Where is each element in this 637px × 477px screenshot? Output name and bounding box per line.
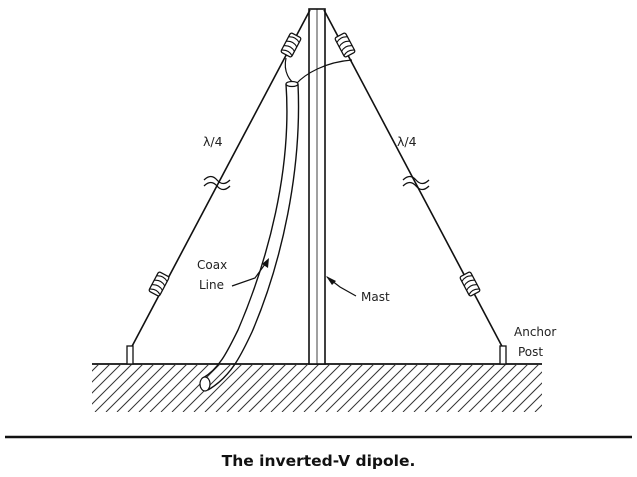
ground-hatch-line xyxy=(127,364,177,412)
ground-hatch-line xyxy=(160,364,210,412)
ground-hatch-line xyxy=(457,364,507,412)
callout-leaders xyxy=(231,259,357,297)
ground-hatch-line xyxy=(336,364,386,412)
insulator-bottom-left xyxy=(147,270,171,298)
insulator-top-left xyxy=(279,31,303,59)
ground-hatch-line xyxy=(435,364,485,412)
ground-hatch-line xyxy=(248,364,298,412)
ground-hatch-line xyxy=(215,364,265,412)
ground-hatch-line xyxy=(270,364,320,412)
insulator-bottom-right xyxy=(458,270,482,298)
ground-hatch-line xyxy=(512,382,542,412)
ground-hatch-line xyxy=(325,364,375,412)
ground-hatch-line xyxy=(391,364,441,412)
anchor-post-left xyxy=(126,345,134,365)
ground-hatch-line xyxy=(534,404,542,412)
mast xyxy=(308,8,326,365)
ground-hatch-line xyxy=(490,364,540,412)
ground-hatch-line xyxy=(413,364,463,412)
ground xyxy=(40,363,605,412)
anchor-label-line2: Post xyxy=(518,345,543,359)
ground-hatch-line xyxy=(259,364,309,412)
ground-hatch-line xyxy=(193,364,243,412)
ground-hatch-line xyxy=(105,364,155,412)
coax-label-line2: Line xyxy=(199,278,224,292)
mast-arrowhead xyxy=(326,276,336,285)
ground-hatch-line xyxy=(369,364,419,412)
ground-hatch-line xyxy=(149,364,199,412)
ground-hatch-line xyxy=(237,364,287,412)
ground-hatch-line xyxy=(138,364,188,412)
ground-hatch-line xyxy=(358,364,408,412)
ground-hatch-line xyxy=(523,393,542,412)
ground-hatch-line xyxy=(501,371,542,412)
ground-hatch-line xyxy=(204,364,254,412)
ground-hatch-line xyxy=(546,364,594,412)
insulator-top-right xyxy=(333,31,357,59)
ground-hatch-line xyxy=(40,364,88,412)
ground-hatch-line xyxy=(314,364,364,412)
left-element-label: λ/4 xyxy=(203,134,223,149)
ground-hatch-line xyxy=(292,364,342,412)
right-element-label: λ/4 xyxy=(397,134,417,149)
ground-hatch-line xyxy=(92,364,100,372)
ground-hatch-line xyxy=(303,364,353,412)
coax-arrowhead xyxy=(262,258,269,268)
wire-break-marks xyxy=(203,175,430,191)
ground-hatch-line xyxy=(402,364,452,412)
figure-caption: The inverted-V dipole. xyxy=(221,452,416,470)
ground-hatch-line xyxy=(92,364,122,394)
ground-hatch-line xyxy=(347,364,397,412)
ground-hatch-line xyxy=(380,364,430,412)
ground-hatch-line xyxy=(281,364,331,412)
ground-hatch-line xyxy=(94,364,144,412)
anchor-label-line1: Anchor xyxy=(514,325,556,339)
ground-hatch-line xyxy=(468,364,518,412)
ground-hatch-line xyxy=(446,364,496,412)
mast-label: Mast xyxy=(361,290,390,304)
ground-hatch-line xyxy=(479,364,529,412)
ground-hatch-line xyxy=(92,364,111,383)
ground-hatch-line xyxy=(116,364,166,412)
ground-hatch-line xyxy=(226,364,276,412)
coax-label-line1: Coax xyxy=(197,258,227,272)
ground-hatch-line xyxy=(92,364,133,405)
ground-hatch-line xyxy=(424,364,474,412)
anchor-post-right xyxy=(499,345,507,365)
coax-line xyxy=(199,80,300,392)
ground-hatch-line xyxy=(557,364,605,412)
